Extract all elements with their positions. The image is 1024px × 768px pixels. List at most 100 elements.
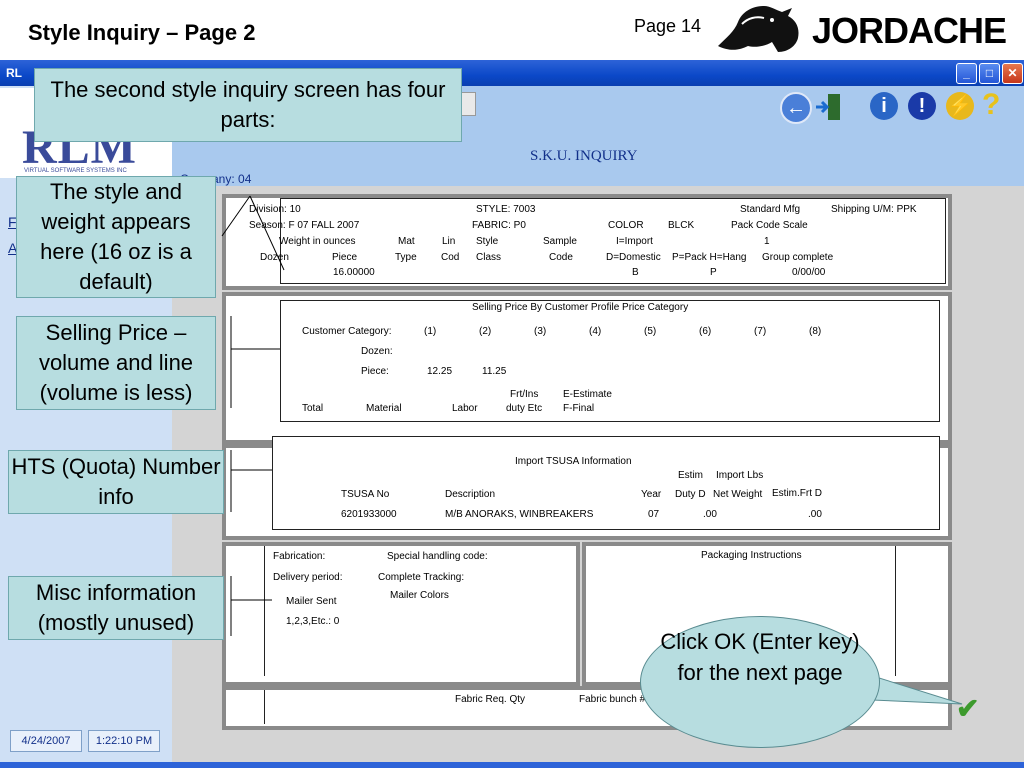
- callout-top: The second style inquiry screen has four…: [34, 68, 462, 142]
- cod-label: Cod: [441, 252, 460, 263]
- fabric-req-divider: [264, 690, 265, 724]
- pack-flag-value: P: [710, 267, 717, 278]
- rlm-logo-subtitle: VIRTUAL SOFTWARE SYSTEMS INC: [24, 168, 127, 174]
- category-5: (5): [644, 326, 657, 337]
- packaging-divider: [895, 546, 896, 676]
- group-date-value: 0/00/00: [792, 267, 826, 278]
- callout-hts: HTS (Quota) Number info: [8, 450, 224, 514]
- category-8: (8): [809, 326, 822, 337]
- description-label: Description: [445, 489, 496, 500]
- category-7: (7): [754, 326, 767, 337]
- domestic-legend: D=Domestic: [606, 252, 661, 263]
- category-3: (3): [534, 326, 547, 337]
- duty-etc-label: duty Etc: [506, 403, 543, 414]
- dozen-label: Dozen: [260, 252, 289, 263]
- exit-door-icon[interactable]: [814, 92, 844, 122]
- f-final-legend: F-Final: [563, 403, 595, 414]
- maximize-button[interactable]: □: [979, 63, 1000, 84]
- hts-inner: [272, 436, 940, 530]
- minimize-button[interactable]: _: [956, 63, 977, 84]
- packaging-instructions-label: Packaging Instructions: [701, 550, 802, 561]
- year-value: 07: [648, 509, 660, 520]
- code-label: Code: [549, 252, 573, 263]
- fabric-req-qty-label: Fabric Req. Qty: [455, 694, 526, 705]
- duty-value: .00: [703, 509, 717, 520]
- category-2: (2): [479, 326, 492, 337]
- shipping-um-field: Shipping U/M: PPK: [831, 204, 917, 215]
- back-arrow-icon[interactable]: ←: [780, 92, 812, 124]
- piece-price-2: 11.25: [482, 366, 507, 377]
- callout-selling-price: Selling Price – volume and line (volume …: [16, 316, 216, 410]
- style-field: STYLE: 7003: [476, 204, 536, 215]
- pack-hang-legend: P=Pack H=Hang: [672, 252, 747, 263]
- piece-label: Piece: [332, 252, 358, 263]
- callout-misc: Misc information (mostly unused): [8, 576, 224, 640]
- horse-logo-icon: [718, 6, 799, 52]
- tsusa-value: 6201933000: [341, 509, 397, 520]
- mailer-sent-value: 1,2,3,Etc.: 0: [286, 616, 340, 627]
- mailer-sent-label: Mailer Sent: [286, 596, 337, 607]
- left-link-1[interactable]: F: [8, 214, 17, 230]
- frt-ins-label: Frt/Ins: [510, 389, 539, 400]
- category-1: (1): [424, 326, 437, 337]
- window-title: RL: [6, 66, 22, 80]
- piece-price-label: Piece:: [361, 366, 389, 377]
- color-value: BLCK: [668, 220, 695, 231]
- style-col-label: Style: [476, 236, 499, 247]
- category-4: (4): [589, 326, 602, 337]
- left-link-2[interactable]: A: [8, 240, 18, 256]
- dozen-price-label: Dozen:: [361, 346, 393, 357]
- labor-label: Labor: [452, 403, 478, 414]
- fabrication-label: Fabrication:: [273, 551, 326, 562]
- mat-label: Mat: [398, 236, 415, 247]
- year-label: Year: [641, 489, 662, 500]
- brand-logo: JORDACHE: [812, 10, 1007, 51]
- group-complete-label: Group complete: [762, 252, 834, 263]
- net-weight-label: Net Weight: [713, 489, 763, 500]
- e-estimate-legend: E-Estimate: [563, 389, 612, 400]
- import-tsusa-heading: Import TSUSA Information: [515, 456, 632, 467]
- sample-code-value: B: [632, 267, 639, 278]
- callout-ok: Click OK (Enter key) for the next page: [660, 629, 860, 685]
- fabric-field: FABRIC: P0: [472, 220, 526, 231]
- status-time: 1:22:10 PM: [88, 730, 160, 752]
- color-label: COLOR: [608, 220, 644, 231]
- ok-checkmark-icon[interactable]: ✔: [956, 693, 980, 724]
- season-field: Season: F 07 FALL 2007: [249, 220, 360, 231]
- category-6: (6): [699, 326, 712, 337]
- piece-weight-value: 16.00000: [333, 267, 375, 278]
- selling-price-inner: [280, 300, 940, 422]
- alert-icon[interactable]: !: [908, 92, 936, 120]
- customer-category-label: Customer Category:: [302, 326, 392, 337]
- info-icon[interactable]: i: [870, 92, 898, 120]
- weight-in-ounces-label: Weight in ounces: [279, 236, 356, 247]
- help-icon[interactable]: ?: [982, 88, 1001, 121]
- material-label: Material: [366, 403, 402, 414]
- style-weight-inner: [280, 198, 946, 284]
- pack-code-value: 1: [764, 236, 770, 247]
- estim-label: Estim: [678, 470, 703, 481]
- mailer-colors-label: Mailer Colors: [390, 590, 449, 601]
- callout-style-weight: The style and weight appears here (16 oz…: [16, 176, 216, 298]
- lightning-icon[interactable]: ⚡: [946, 92, 974, 120]
- lin-label: Lin: [442, 236, 456, 247]
- close-button[interactable]: ✕: [1002, 63, 1023, 84]
- frt-value: .00: [808, 509, 822, 520]
- bottom-strip: [0, 762, 1024, 768]
- screen-title: S.K.U. INQUIRY: [530, 148, 638, 164]
- piece-price-1: 12.25: [427, 366, 453, 377]
- division-field: Division: 10: [249, 204, 301, 215]
- special-handling-label: Special handling code:: [387, 551, 488, 562]
- delivery-period-label: Delivery period:: [273, 572, 343, 583]
- misc-divider: [264, 546, 265, 676]
- description-value: M/B ANORAKS, WINBREAKERS: [445, 509, 594, 520]
- class-label: Class: [476, 252, 502, 263]
- callout-ok-bubble: [640, 616, 880, 748]
- status-date: 4/24/2007: [10, 730, 82, 752]
- estim-frt-d-label: Estim.Frt D: [772, 488, 822, 499]
- tsusa-no-label: TSUSA No: [341, 489, 390, 500]
- type-label: Type: [395, 252, 417, 263]
- selling-price-heading: Selling Price By Customer Profile Price …: [472, 302, 689, 313]
- fabric-bunch-label: Fabric bunch #: [579, 694, 646, 705]
